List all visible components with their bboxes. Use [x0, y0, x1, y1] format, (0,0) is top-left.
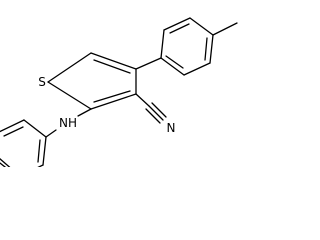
phenyl-bond-1 [42, 136, 47, 166]
phenyl-double-2 [0, 158, 11, 167]
phenyl-bond-6 [23, 119, 47, 138]
amine-label: NH [59, 116, 77, 130]
bond-cn-triple-1 [148, 105, 164, 121]
nitrile-group [135, 93, 167, 124]
tolyl-bond-6 [160, 57, 185, 76]
phenyl-double-1 [37, 139, 41, 163]
chemical-structure-diagram: S NH N [0, 17, 238, 167]
phenyl-double-3 [3, 126, 24, 137]
phenyl-bond-5 [0, 119, 25, 133]
tolyl-bond-2 [163, 17, 191, 31]
tolyl-double-2 [204, 37, 208, 61]
tolyl-bond-5 [183, 62, 211, 76]
bond-methyl [212, 22, 238, 36]
sulfur-label: S [38, 75, 46, 89]
tolyl-ring [135, 17, 238, 76]
phenyl-bond-2 [37, 164, 44, 167]
tolyl-double-3 [165, 55, 184, 69]
tolyl-bond-1 [160, 29, 165, 59]
bond-c2-n [77, 108, 92, 117]
tolyl-double-1 [169, 23, 190, 34]
phenyl-ring [0, 119, 47, 167]
bond-c4-tolyl [135, 57, 162, 70]
bond-c3-cn [135, 93, 150, 107]
nitrile-nitrogen-label: N [167, 121, 176, 135]
amine-linker [45, 108, 92, 138]
bond-s-c5 [47, 52, 92, 83]
bond-c3-c2 [90, 93, 137, 110]
bond-c3-c2-double [93, 90, 131, 103]
bond-n-phenyl [45, 129, 57, 138]
bond-c5-c4 [90, 52, 137, 70]
bond-cn-triple-3 [145, 108, 161, 124]
tolyl-bond-3 [189, 17, 214, 36]
bond-s-c2 [47, 81, 92, 110]
thiophene-ring [47, 52, 137, 110]
tolyl-bond-4 [209, 34, 214, 64]
bond-c5-c4-double [93, 59, 131, 74]
bond-cn-triple-2 [151, 102, 167, 118]
